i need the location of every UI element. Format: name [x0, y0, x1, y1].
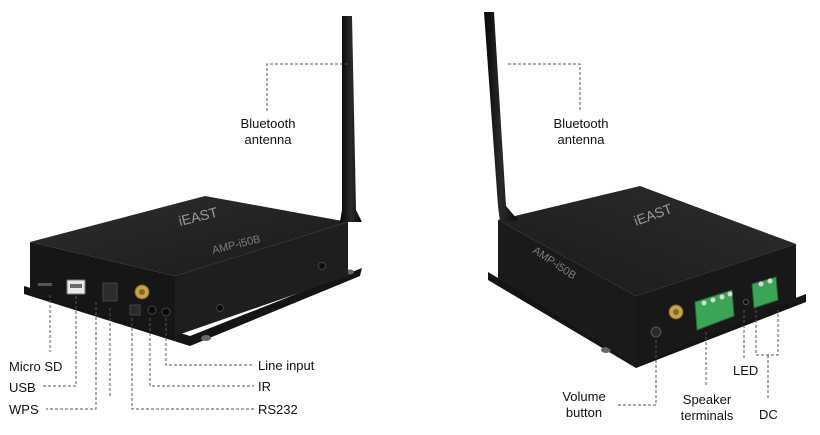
- left-amplifier: iEAST AMP-i50B: [24, 16, 362, 346]
- speaker-terminal-screw: [710, 297, 716, 303]
- left-antenna: [340, 16, 362, 222]
- leader-left-antenna: [266, 63, 348, 112]
- right-side-face: [498, 220, 636, 366]
- right-bluetooth-antenna-label: Bluetooth antenna: [541, 116, 621, 148]
- led-label: LED: [733, 363, 759, 378]
- label-line: terminals: [680, 408, 734, 423]
- dc-terminal-screw: [767, 278, 773, 284]
- right-antenna-connector-core: [673, 309, 679, 315]
- label-line: antenna: [244, 132, 292, 147]
- dc-label: DC: [759, 407, 778, 422]
- label-line: button: [565, 405, 603, 420]
- left-flange-hole: [201, 335, 211, 341]
- leader-volume: [616, 340, 657, 406]
- right-top-face: [498, 186, 796, 296]
- leader-line-input: [165, 318, 254, 366]
- leader-dc: [755, 310, 779, 356]
- usb-label: USB: [9, 380, 36, 395]
- speaker-terminal-screw: [701, 300, 707, 306]
- label-line: Bluetooth: [553, 116, 609, 131]
- dc-terminal-screw: [758, 281, 764, 287]
- speaker-terminal-screw: [719, 294, 725, 300]
- left-antenna-connector-core: [139, 289, 145, 295]
- ir-label: IR: [258, 379, 271, 394]
- left-side-jack: [318, 262, 326, 270]
- led-indicator: [743, 299, 749, 305]
- right-antenna: [484, 12, 518, 222]
- leader-wps: [46, 302, 97, 410]
- wps-button: [102, 282, 118, 302]
- left-side-jack: [216, 304, 224, 312]
- ir-port: [147, 305, 157, 315]
- leader-ir: [149, 318, 254, 387]
- label-line: antenna: [557, 132, 605, 147]
- left-top-face: [30, 196, 348, 276]
- micro-sd-label: Micro SD: [9, 359, 63, 374]
- label-line: Speaker: [682, 392, 732, 407]
- leader-right-antenna: [508, 63, 581, 112]
- label-line: Volume: [562, 389, 606, 404]
- rs232-port: [129, 304, 141, 316]
- leader-rs232: [131, 318, 254, 410]
- speaker-terminals-label: Speaker terminals: [674, 392, 740, 424]
- wps-label: WPS: [9, 402, 39, 417]
- volume-button: [650, 326, 662, 338]
- right-flange-hole: [601, 347, 611, 353]
- micro-sd-slot: [38, 283, 52, 286]
- line-input-jack: [161, 307, 171, 317]
- usb-port-tongue: [70, 284, 82, 288]
- speaker-terminals: [694, 289, 735, 331]
- rs232-label: RS232: [258, 402, 298, 417]
- label-line: Bluetooth: [240, 116, 296, 131]
- speaker-terminal-screw: [727, 291, 733, 297]
- right-amplifier: iEAST AMP-i50B: [484, 12, 806, 368]
- volume-button-label: Volume button: [553, 389, 615, 421]
- line-input-label: Line input: [258, 358, 315, 373]
- leader-lines: [42, 63, 779, 410]
- dc-terminal: [751, 276, 779, 309]
- leader-usb: [42, 296, 77, 387]
- left-bluetooth-antenna-label: Bluetooth antenna: [228, 116, 308, 148]
